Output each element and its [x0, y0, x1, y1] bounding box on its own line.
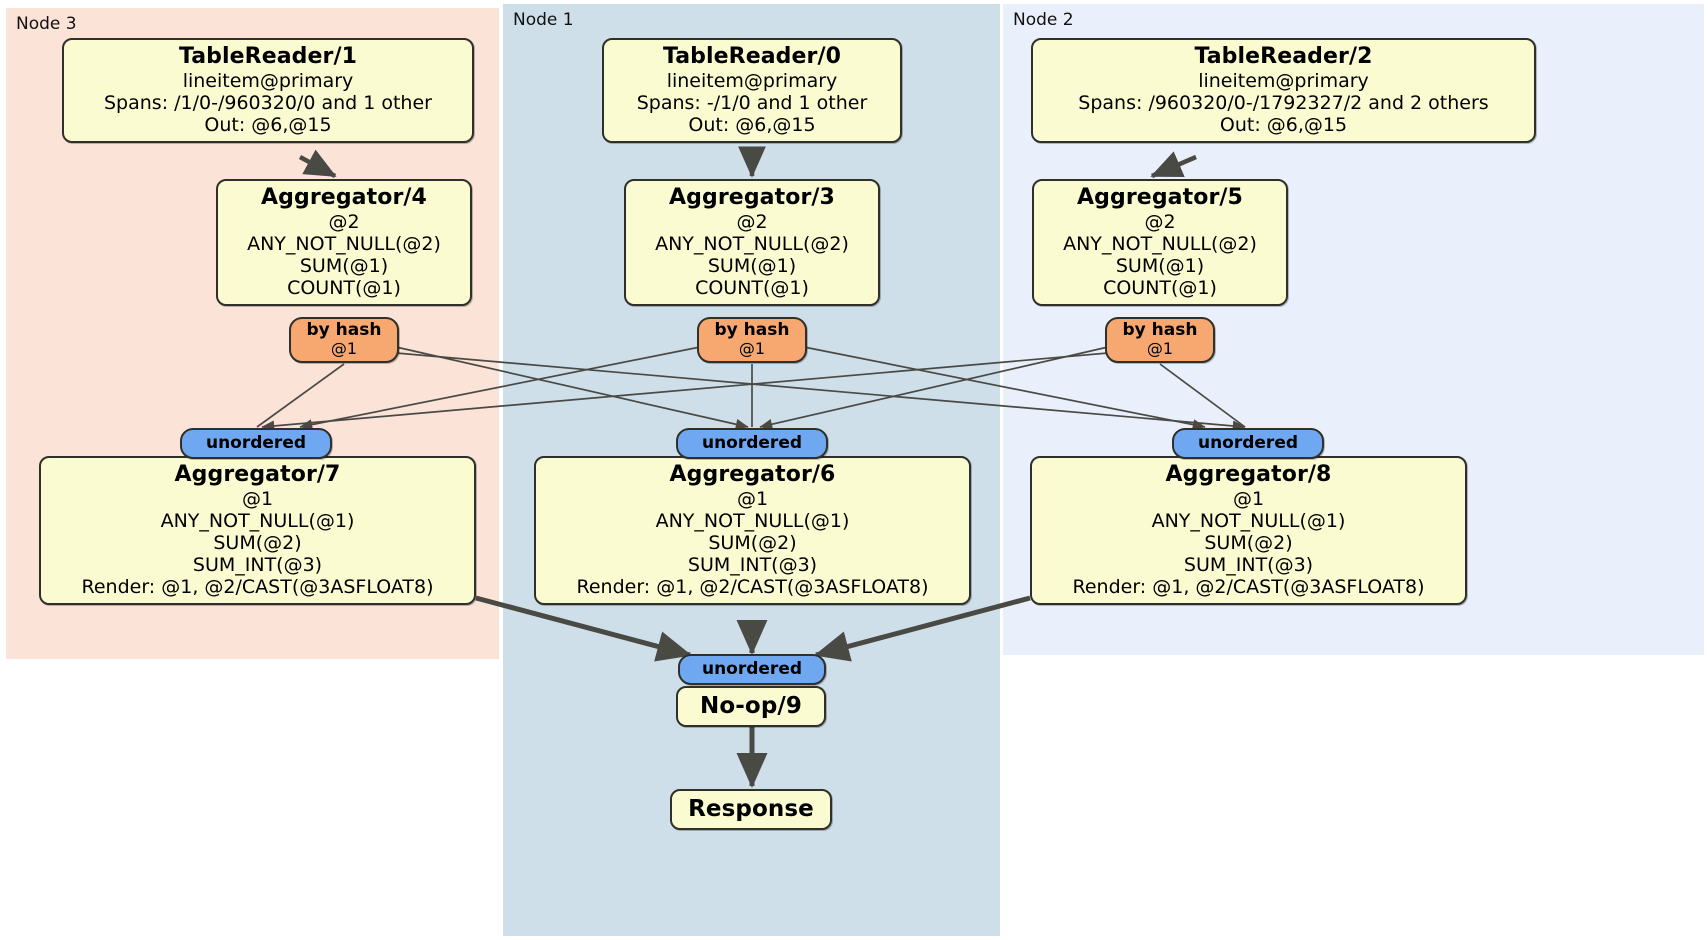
- badge-label: by hash: [306, 320, 382, 340]
- stream-badge-hash-right[interactable]: by hash@1: [1105, 317, 1215, 364]
- plan-node-line: SUM_INT(@3): [192, 553, 323, 576]
- plan-node-noop9[interactable]: No-op/9: [676, 686, 826, 727]
- stream-badge-unordered-right[interactable]: unordered: [1172, 428, 1324, 460]
- stream-badge-hash-left[interactable]: by hash@1: [289, 317, 399, 364]
- plan-node-title: TableReader/2: [1194, 44, 1373, 69]
- plan-node-line: lineitem@primary: [182, 69, 354, 92]
- plan-node-line: @1: [241, 487, 274, 510]
- plan-node-line: SUM(@2): [213, 531, 302, 554]
- plan-node-line: Out: @6,@15: [204, 113, 332, 136]
- plan-node-title: Aggregator/8: [1165, 462, 1332, 487]
- plan-node-line: ANY_NOT_NULL(@1): [160, 509, 355, 532]
- plan-node-line: SUM_INT(@3): [687, 553, 818, 576]
- plan-node-line: @1: [736, 487, 769, 510]
- plan-node-title: Aggregator/6: [669, 462, 836, 487]
- plan-node-line: Spans: -/1/0 and 1 other: [636, 91, 868, 114]
- panel-label-node-3: Node 3: [16, 14, 77, 34]
- plan-node-line: ANY_NOT_NULL(@1): [1151, 509, 1346, 532]
- plan-node-title: Aggregator/5: [1077, 185, 1243, 210]
- plan-node-response[interactable]: Response: [670, 789, 832, 830]
- stream-badge-unordered-left[interactable]: unordered: [180, 428, 332, 460]
- plan-node-line: SUM(@2): [708, 531, 797, 554]
- stream-badge-unordered-mid[interactable]: unordered: [676, 428, 828, 460]
- plan-node-line: Out: @6,@15: [1219, 113, 1348, 136]
- plan-node-line: ANY_NOT_NULL(@2): [247, 232, 441, 255]
- plan-node-title: TableReader/0: [662, 44, 842, 69]
- plan-node-line: SUM_INT(@3): [1183, 553, 1314, 576]
- plan-node-title: Aggregator/7: [174, 462, 341, 487]
- plan-node-line: Render: @1, @2/CAST(@3ASFLOAT8): [81, 575, 434, 598]
- plan-node-line: @2: [1144, 210, 1176, 233]
- badge-label: by hash: [714, 320, 790, 340]
- plan-node-line: SUM(@1): [1115, 254, 1205, 277]
- plan-node-line: Spans: /960320/0-/1792327/2 and 2 others: [1078, 91, 1489, 114]
- plan-node-title: TableReader/1: [178, 44, 358, 69]
- plan-node-line: COUNT(@1): [287, 276, 401, 299]
- plan-node-line: SUM(@1): [707, 254, 797, 277]
- stream-badge-hash-mid[interactable]: by hash@1: [697, 317, 807, 364]
- plan-node-line: @2: [328, 210, 360, 233]
- plan-node-line: Spans: /1/0-/960320/0 and 1 other: [104, 91, 432, 114]
- plan-node-line: ANY_NOT_NULL(@1): [655, 509, 850, 532]
- plan-node-line: Out: @6,@15: [688, 113, 816, 136]
- badge-sublabel: @1: [1146, 338, 1174, 358]
- plan-node-title: Aggregator/3: [669, 185, 835, 210]
- plan-node-line: COUNT(@1): [1103, 276, 1217, 299]
- plan-node-line: COUNT(@1): [695, 276, 809, 299]
- plan-node-line: lineitem@primary: [1198, 69, 1369, 92]
- badge-label: by hash: [1122, 320, 1198, 340]
- plan-node-line: Render: @1, @2/CAST(@3ASFLOAT8): [1072, 575, 1425, 598]
- plan-node-line: @2: [736, 210, 768, 233]
- plan-node-line: SUM(@1): [299, 254, 389, 277]
- plan-node-title: No-op/9: [700, 693, 802, 719]
- plan-node-line: SUM(@2): [1204, 531, 1293, 554]
- panel-label-node-1: Node 1: [513, 10, 574, 30]
- plan-node-line: lineitem@primary: [666, 69, 838, 92]
- plan-node-line: Render: @1, @2/CAST(@3ASFLOAT8): [576, 575, 929, 598]
- plan-node-title: Aggregator/4: [261, 185, 427, 210]
- plan-node-title: Response: [688, 796, 814, 822]
- plan-node-line: ANY_NOT_NULL(@2): [655, 232, 849, 255]
- plan-node-line: @1: [1232, 487, 1265, 510]
- plan-node-line: ANY_NOT_NULL(@2): [1063, 232, 1257, 255]
- badge-sublabel: @1: [738, 338, 766, 358]
- panel-label-node-2: Node 2: [1013, 10, 1074, 30]
- badge-sublabel: @1: [330, 338, 358, 358]
- stream-badge-unordered-final[interactable]: unordered: [678, 654, 826, 686]
